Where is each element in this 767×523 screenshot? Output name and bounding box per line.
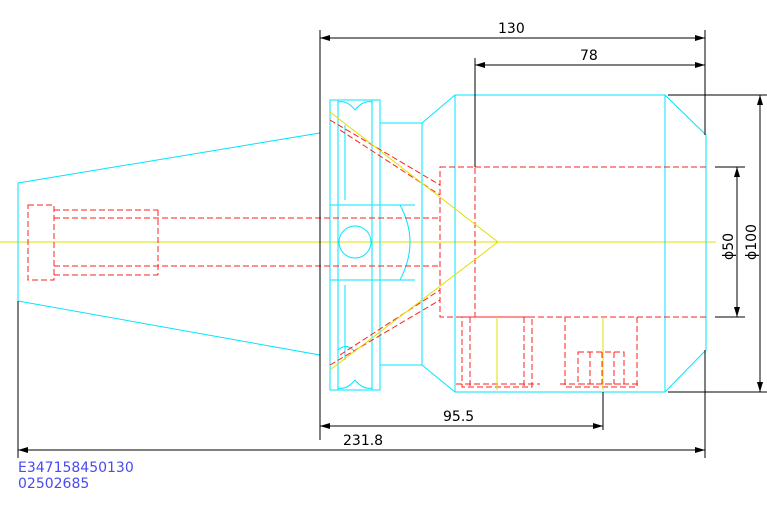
drawing-info: E347158450130 02502685 — [18, 460, 134, 492]
hidden-lines — [27, 119, 706, 388]
dimension-130: 130 — [498, 21, 525, 37]
dimension-231-8: 231.8 — [343, 433, 383, 449]
body-outline — [421, 94, 707, 393]
dimension-lines — [17, 30, 767, 458]
dimension-diameter-100: ϕ100 — [744, 224, 760, 260]
serial-code: 02502685 — [18, 476, 90, 492]
dimension-arrows — [18, 35, 763, 453]
dimension-78: 78 — [580, 48, 598, 64]
dimension-95-5: 95.5 — [443, 409, 474, 425]
dimension-diameter-50: ϕ50 — [721, 233, 737, 260]
flange-outline — [329, 99, 423, 391]
part-code: E347158450130 — [18, 460, 134, 476]
center-construction — [329, 111, 604, 390]
taper-shank-outline — [17, 132, 321, 356]
